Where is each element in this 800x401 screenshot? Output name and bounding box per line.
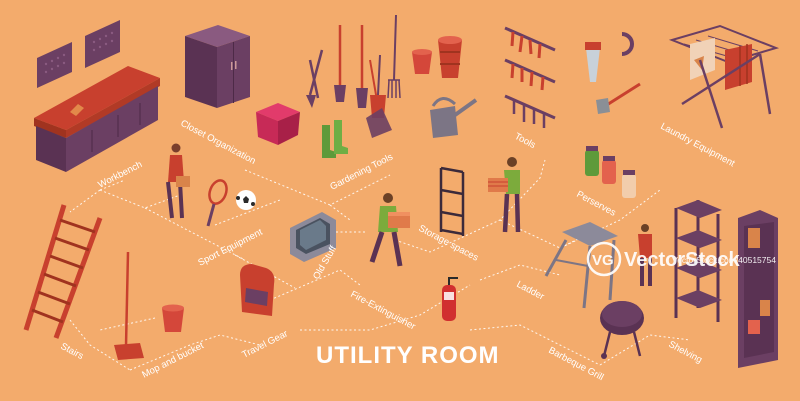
stairs-illustration: [23, 204, 103, 339]
label-sport: Sport Equipment: [196, 227, 264, 269]
label-laundry: Laundry Equipment: [659, 121, 737, 170]
person-woman2-illustration: [488, 157, 521, 233]
person-small-illustration: [638, 224, 652, 286]
infographic-title: UTILITY ROOM: [316, 342, 500, 369]
bbq-grill-illustration: [600, 301, 644, 359]
person-woman-illustration: [166, 143, 190, 219]
label-tools: Tools: [513, 131, 538, 151]
closet-illustration: [185, 25, 250, 108]
label-fire: Fire-Extinguisher: [349, 289, 418, 332]
watermark-badge: VG: [592, 252, 614, 269]
preserves-jars-illustration: [585, 146, 636, 198]
watermark: VG VectorStock VectorStock.com/40515754: [586, 241, 776, 277]
label-ladder: Ladder: [515, 279, 546, 303]
label-storage: Storage spaces: [417, 223, 481, 264]
label-stairs: Stairs: [59, 341, 86, 362]
old-monitor-illustration: [290, 212, 336, 262]
gardening-tools-illustration: [306, 14, 401, 158]
flower-pots-illustration: [412, 36, 462, 78]
watermark-badge-icon: [586, 241, 622, 277]
person-man-illustration: [369, 193, 410, 267]
sport-equipment-illustration: [206, 179, 256, 227]
laundry-rack-illustration: [668, 24, 780, 129]
label-mop: Mop and bucket: [140, 340, 206, 381]
label-bbq: Barbeque Grill: [547, 345, 606, 383]
watermark-brand: VectorStock: [624, 249, 740, 271]
watering-can-illustration: [430, 97, 478, 138]
workbench-illustration: [34, 20, 160, 172]
storage-shelf-illustration: [439, 166, 465, 236]
label-workbench: Workbench: [96, 159, 144, 191]
travel-backpack-illustration: [240, 264, 275, 316]
label-gardening: Gardening Tools: [328, 151, 395, 192]
label-preserves: Perserves: [575, 189, 618, 219]
fire-extinguisher-illustration: [442, 277, 458, 321]
shelving-illustration: [674, 200, 778, 368]
tools-illustration: [504, 26, 641, 128]
label-closet: Closet Organization: [179, 118, 258, 167]
label-shelving: Shelving: [667, 339, 704, 366]
mop-and-bucket-illustration: [114, 251, 184, 360]
watermark-id: VectorStock.com/40515754: [672, 255, 776, 265]
storage-box-illustration: [256, 103, 300, 145]
label-travel: Travel Gear: [240, 328, 289, 360]
